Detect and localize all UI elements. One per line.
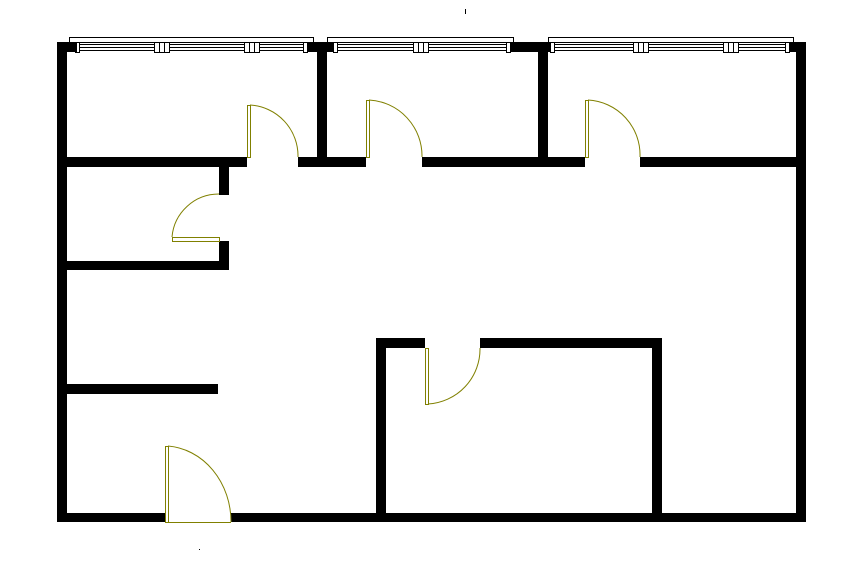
wall-bottom <box>231 513 806 522</box>
corridor-wall <box>422 157 585 167</box>
corridor-wall <box>640 157 806 167</box>
partition-wall <box>317 42 327 167</box>
wall-bottom <box>57 513 165 522</box>
closet-wall <box>219 241 229 270</box>
inner-room-wall <box>376 338 386 522</box>
door-closet[interactable] <box>171 193 220 242</box>
partition-wall <box>538 42 548 167</box>
window-right <box>548 37 794 53</box>
inner-room-wall <box>652 338 662 522</box>
tick-mark <box>465 9 466 14</box>
window-left <box>69 37 314 53</box>
closet-wall <box>219 167 229 195</box>
corridor-wall <box>57 157 247 167</box>
door-office-3[interactable] <box>585 99 641 158</box>
door-office-1[interactable] <box>247 104 299 158</box>
window-middle <box>327 37 514 53</box>
partition-wall <box>57 384 218 394</box>
door-entrance[interactable] <box>165 445 232 523</box>
wall-right <box>796 42 806 522</box>
wall-top <box>57 42 77 52</box>
walls <box>57 42 806 522</box>
closet-wall <box>57 261 229 270</box>
wall-top <box>510 42 550 52</box>
door-inner-room[interactable] <box>425 347 481 405</box>
corridor-wall <box>298 157 366 167</box>
inner-room-wall <box>376 338 425 348</box>
tick-mark <box>199 549 200 550</box>
wall-left <box>57 42 67 522</box>
inner-room-wall <box>480 338 662 348</box>
wall-top <box>790 42 806 52</box>
door-office-2[interactable] <box>366 99 423 158</box>
